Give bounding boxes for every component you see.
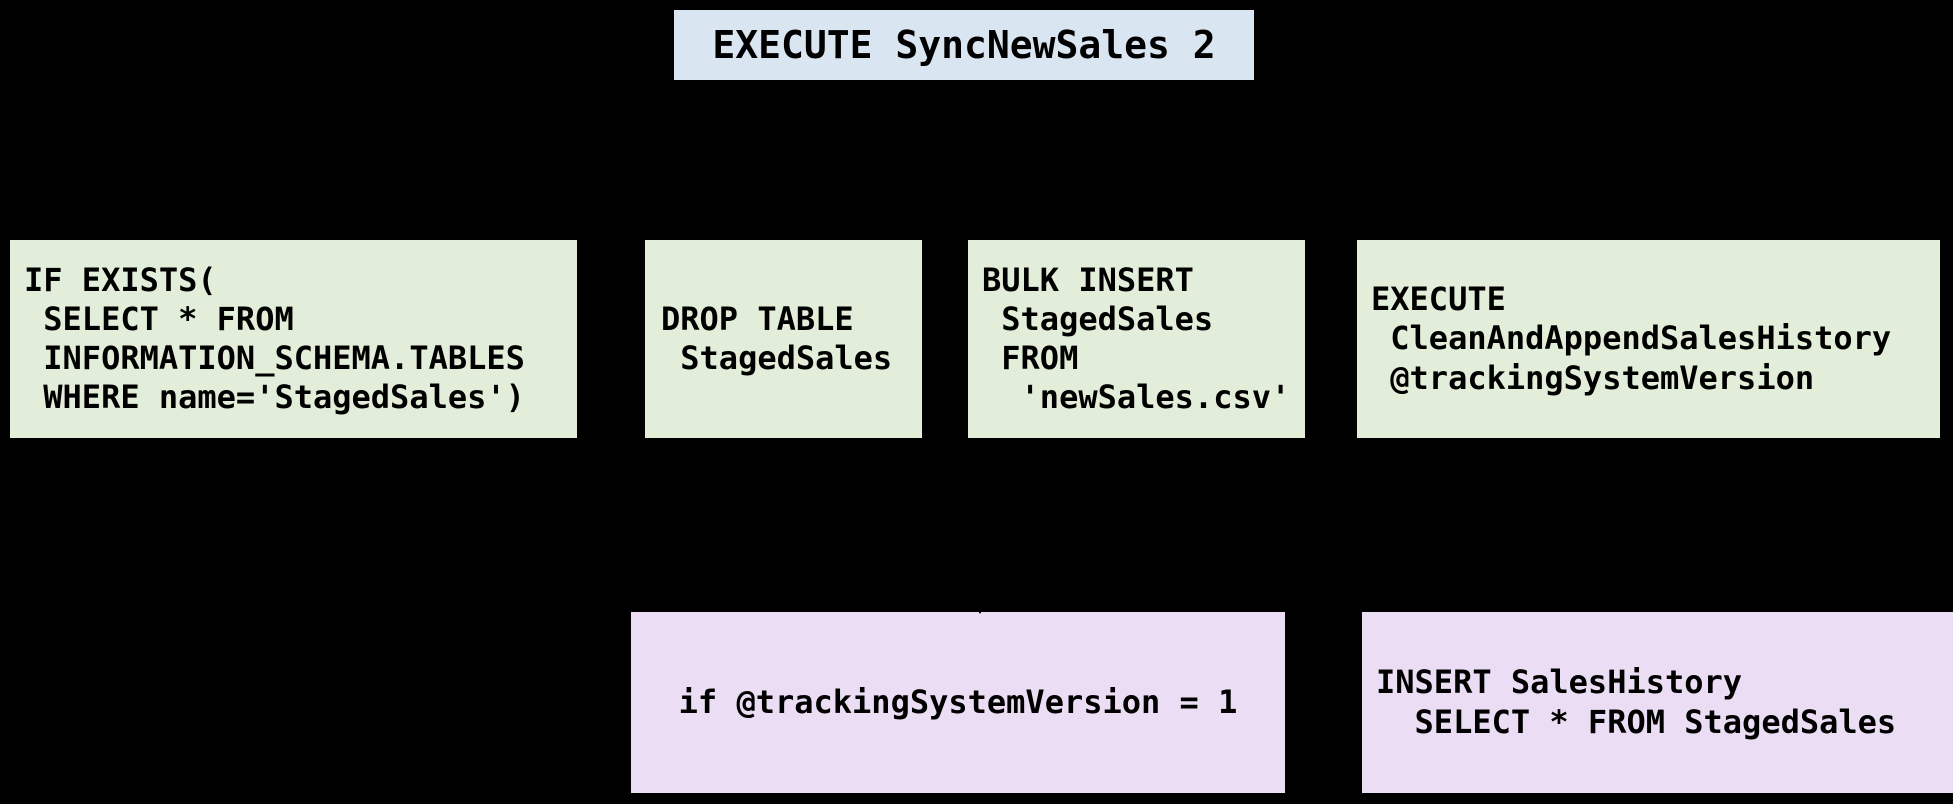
node-bulk-insert[interactable]: BULK INSERT StagedSales FROM 'newSales.c… — [968, 240, 1305, 438]
node-line: DROP TABLE — [661, 299, 854, 338]
node-line: SELECT * FROM StagedSales — [1376, 702, 1897, 741]
arrow-head-icon-to-exec-clean-append — [1621, 226, 1639, 240]
node-line: SELECT * FROM — [24, 299, 294, 338]
arrow-head-icon-to-if-exists — [310, 226, 328, 240]
node-line: EXECUTE — [1371, 280, 1506, 319]
arrow-head-icon-to-if-tracking-version — [971, 600, 989, 614]
node-line: FROM — [982, 339, 1079, 377]
node-line: StagedSales — [982, 299, 1214, 338]
node-line: 'newSales.csv' — [982, 378, 1291, 417]
node-insert-sales-history[interactable]: INSERT SalesHistory SELECT * FROM Staged… — [1362, 612, 1953, 793]
node-line: IF EXISTS( — [24, 260, 217, 299]
node-execute-syncnewsales[interactable]: EXECUTE SyncNewSales 2 — [674, 10, 1254, 80]
node-if-exists[interactable]: IF EXISTS( SELECT * FROM INFORMATION_SCH… — [10, 240, 577, 438]
node-if-tracking-system-version[interactable]: if @trackingSystemVersion = 1 — [631, 612, 1285, 793]
node-line: @trackingSystemVersion — [1371, 358, 1815, 397]
node-line: WHERE name='StagedSales') — [24, 378, 525, 417]
node-line: INFORMATION_SCHEMA.TABLES — [24, 339, 525, 377]
node-line: CleanAndAppendSalesHistory — [1371, 319, 1892, 358]
node-line: INSERT SalesHistory — [1376, 663, 1743, 702]
node-line: BULK INSERT — [982, 260, 1194, 299]
node-title-text: EXECUTE SyncNewSales 2 — [712, 22, 1216, 67]
node-execute-clean-and-append-sales-history[interactable]: EXECUTE CleanAndAppendSalesHistory @trac… — [1357, 240, 1940, 438]
node-line: StagedSales — [661, 339, 893, 377]
node-drop-table[interactable]: DROP TABLE StagedSales — [645, 240, 922, 438]
node-line: if @trackingSystemVersion = 1 — [678, 682, 1238, 721]
